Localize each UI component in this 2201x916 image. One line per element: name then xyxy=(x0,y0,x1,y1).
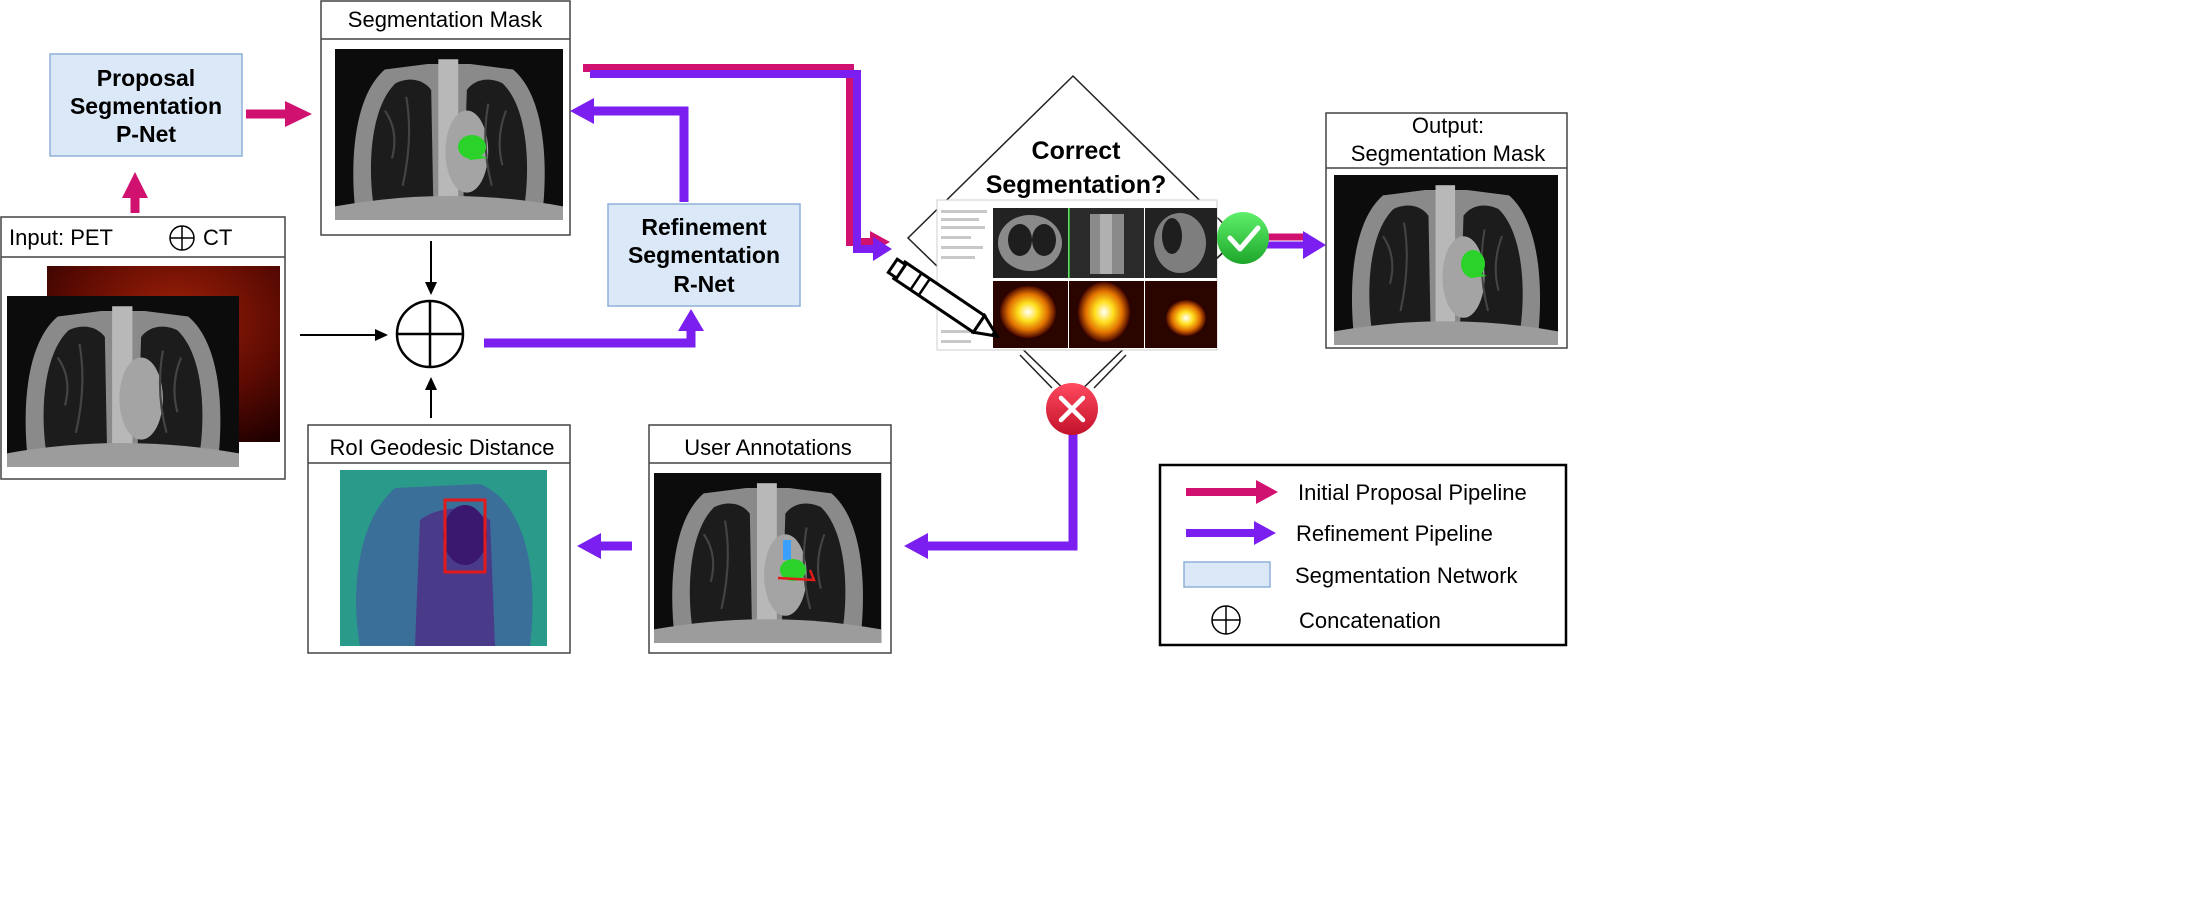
seg-mask-title: Segmentation Mask xyxy=(348,7,543,32)
decision-diamond: Correct Segmentation? xyxy=(886,74,1269,435)
legend-refinement-arrow-icon xyxy=(1186,521,1276,545)
rnet-line3: R-Net xyxy=(673,271,735,297)
legend-initial-label: Initial Proposal Pipeline xyxy=(1298,480,1527,505)
segmentation-mask-panel: Segmentation Mask xyxy=(320,0,571,236)
output-ct-image xyxy=(1332,173,1560,347)
arrow-input-to-pnet xyxy=(122,172,148,213)
arrow-user-to-roi xyxy=(577,533,632,559)
legend-concat-icon xyxy=(1211,605,1241,635)
tumor-mask xyxy=(458,135,486,159)
rnet-line2: Segmentation xyxy=(628,242,780,268)
user-ct-image xyxy=(652,471,883,645)
roi-geodesic-panel: RoI Geodesic Distance xyxy=(307,424,571,654)
user-red-scribble xyxy=(777,569,816,582)
rnet-line1: Refinement xyxy=(641,214,767,240)
arrow-rnet-to-mask xyxy=(570,98,689,202)
pnet-line2: Segmentation xyxy=(70,93,222,119)
proposal-pnet-box: Proposal Segmentation P-Net xyxy=(49,53,243,157)
legend-refinement-label: Refinement Pipeline xyxy=(1296,521,1493,546)
arrow-input-to-concat xyxy=(300,329,388,341)
pnet-line1: Proposal xyxy=(97,65,195,91)
pnet-line3: P-Net xyxy=(116,121,176,147)
check-icon xyxy=(1217,212,1269,264)
input-label-suffix: CT xyxy=(203,225,232,250)
legend-concat-label: Concatenation xyxy=(1299,608,1441,633)
legend-initial-arrow-icon xyxy=(1186,480,1278,504)
user-blue-scribble xyxy=(783,540,791,560)
decision-line2: Segmentation? xyxy=(986,171,1167,199)
legend-network-box-icon xyxy=(1183,561,1271,588)
annotation-tool-screenshot xyxy=(936,199,1218,351)
concat-small-icon xyxy=(169,225,195,251)
legend-network-label: Segmentation Network xyxy=(1295,563,1519,588)
roi-title: RoI Geodesic Distance xyxy=(330,435,555,460)
decision-line1: Correct xyxy=(1032,137,1122,165)
ct-image xyxy=(5,294,241,469)
seg-mask-ct-image xyxy=(333,47,565,222)
roi-bounding-box xyxy=(443,498,487,574)
arrow-decision-to-user xyxy=(904,430,1078,559)
user-annotations-panel: User Annotations xyxy=(648,424,892,654)
arrow-mask-to-decision xyxy=(583,64,892,261)
user-title: User Annotations xyxy=(684,435,852,460)
input-panel: Input: PET CT xyxy=(0,216,286,480)
arrow-roi-to-concat xyxy=(425,377,437,418)
arrow-decision-to-output xyxy=(1265,231,1326,259)
cross-icon xyxy=(1046,383,1098,435)
arrow-mask-to-concat xyxy=(425,241,437,295)
output-line2: Segmentation Mask xyxy=(1351,141,1546,166)
concatenation-node xyxy=(395,299,465,369)
output-panel: Output: Segmentation Mask xyxy=(1325,112,1568,349)
input-label-prefix: Input: PET xyxy=(9,225,113,250)
pen-icon xyxy=(886,257,1001,339)
arrow-concat-to-rnet xyxy=(484,309,704,348)
output-line1: Output: xyxy=(1412,113,1484,138)
refinement-rnet-box: Refinement Segmentation R-Net xyxy=(607,203,801,307)
legend: Initial Proposal Pipeline Refinement Pip… xyxy=(1158,463,1568,647)
arrow-pnet-to-mask xyxy=(246,101,312,127)
